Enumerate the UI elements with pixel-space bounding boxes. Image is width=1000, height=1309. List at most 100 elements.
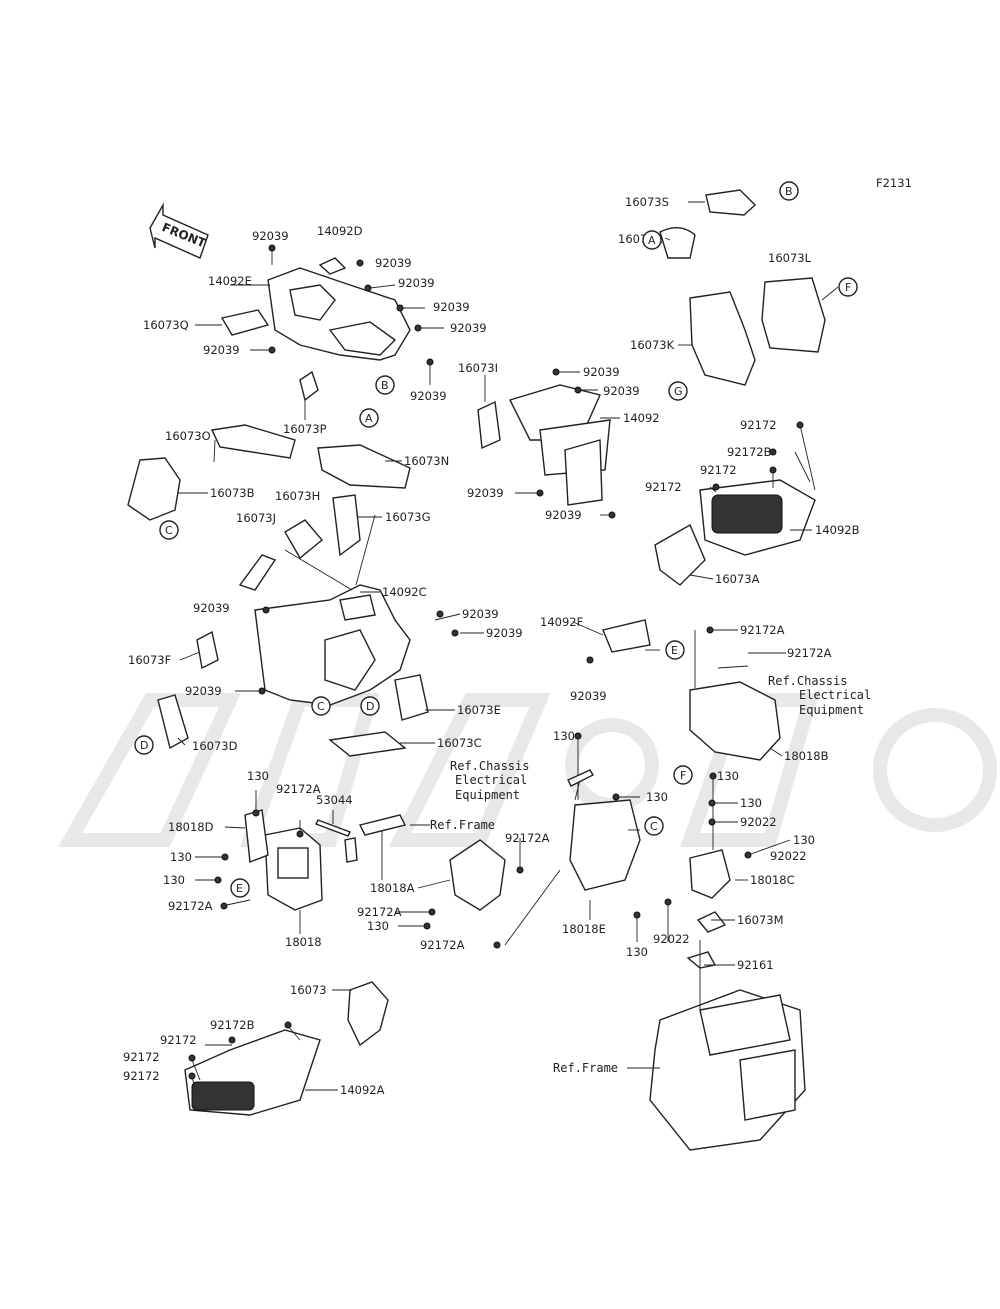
label-14092a: 14092A <box>340 1083 385 1097</box>
label-92172: 92172 <box>123 1050 160 1064</box>
label-18018e: 18018E <box>562 922 606 936</box>
label-92039: 92039 <box>193 601 230 615</box>
label-18018d: 18018D <box>168 820 214 834</box>
pad-16073l-shape <box>761 277 826 353</box>
label-92039: 92039 <box>462 607 499 621</box>
label-53044: 53044 <box>316 793 353 807</box>
callout-e: E <box>665 640 685 660</box>
tray-14092-shape <box>509 384 611 506</box>
svg-text:G: G <box>674 385 683 398</box>
label-92161: 92161 <box>737 958 774 972</box>
label-92039: 92039 <box>545 508 582 522</box>
label-16073n: 16073N <box>404 454 449 468</box>
label-16073g: 16073G <box>385 510 431 524</box>
callout-b: B <box>779 181 799 201</box>
label-16073b: 16073B <box>210 486 255 500</box>
callout-c: C <box>159 520 179 540</box>
label-18018a: 18018A <box>370 881 415 895</box>
pad-16073b-shape <box>127 457 181 521</box>
leader-lines <box>177 201 839 1091</box>
frame-ref-shape <box>649 989 806 1151</box>
label-130: 130 <box>170 850 192 864</box>
svg-text:F: F <box>845 281 851 294</box>
label-16073f: 16073F <box>128 653 171 667</box>
label-92172: 92172 <box>700 463 737 477</box>
console-14092e-shape <box>267 257 411 361</box>
callout-a: A <box>642 230 662 250</box>
label-14092: 14092 <box>623 411 660 425</box>
fastener-icons <box>188 244 804 1080</box>
pad-16073r-shape <box>659 227 696 259</box>
label-16073e: 16073E <box>457 703 501 717</box>
label-16073: 16073 <box>290 983 327 997</box>
label-92172b: 92172B <box>210 1018 255 1032</box>
pad-16073o-shape <box>210 424 296 459</box>
pad-16073q-shape <box>220 309 270 336</box>
ref-chassis-electrical-line2: Electrical <box>799 688 871 702</box>
pad-16073i-shape <box>477 400 501 450</box>
label-16073j: 16073J <box>236 511 276 525</box>
label-130: 130 <box>247 769 269 783</box>
callout-c: C <box>311 696 331 716</box>
callout-d: D <box>360 696 380 716</box>
ref-frame: Ref.Frame <box>430 818 495 832</box>
ref-chassis-electrical-line1: Ref.Chassis <box>450 759 529 773</box>
label-16073c: 16073C <box>437 736 482 750</box>
callout-e: E <box>230 878 250 898</box>
footwell-14092a-shape <box>184 1029 321 1116</box>
label-92039: 92039 <box>603 384 640 398</box>
label-92039: 92039 <box>185 684 222 698</box>
svg-text:D: D <box>140 739 148 752</box>
label-16073h: 16073H <box>275 489 320 503</box>
label-18018c: 18018C <box>750 873 795 887</box>
pad-16073e-shape <box>394 674 429 721</box>
label-92172a: 92172A <box>505 831 550 845</box>
ref-chassis-electrical-line3: Equipment <box>799 703 864 717</box>
panel-18018b-shape <box>689 665 781 761</box>
svg-text:A: A <box>648 234 656 247</box>
pad-16073h-shape <box>284 519 323 560</box>
label-92039: 92039 <box>570 689 607 703</box>
label-14092b: 14092B <box>815 523 860 537</box>
svg-text:B: B <box>381 379 389 392</box>
footwell-14092b-shape <box>699 479 816 556</box>
label-16073l: 16073L <box>768 251 812 265</box>
svg-text:C: C <box>650 820 658 833</box>
pad-16073m-shape <box>696 911 727 933</box>
label-14092d: 14092D <box>317 224 363 238</box>
panel-18018-shape <box>264 827 323 911</box>
figure-code: F2131 <box>876 176 912 190</box>
callout-a: A <box>359 408 379 428</box>
ref-chassis-electrical-line3: Equipment <box>455 788 520 802</box>
label-130: 130 <box>367 919 389 933</box>
label-14092e: 14092E <box>208 274 252 288</box>
callout-f: F <box>838 277 858 297</box>
label-130: 130 <box>793 833 815 847</box>
bracket-92161-shape <box>686 951 717 969</box>
panel-18018e-shape <box>569 799 641 891</box>
svg-text:B: B <box>785 185 793 198</box>
label-16073o: 16073O <box>165 429 211 443</box>
svg-text:C: C <box>165 524 173 537</box>
label-92039: 92039 <box>252 229 289 243</box>
label-14092c: 14092C <box>382 585 427 599</box>
pad-16073n-shape <box>317 444 411 489</box>
ref-chassis-electrical-line2: Electrical <box>455 773 527 787</box>
svg-text:C: C <box>317 700 325 713</box>
electrical-bracket-shape <box>567 769 594 787</box>
svg-text:E: E <box>236 882 243 895</box>
panel-18018c-shape <box>689 849 731 899</box>
label-18018: 18018 <box>285 935 322 949</box>
label-16073p: 16073P <box>283 422 327 436</box>
label-92172: 92172 <box>645 480 682 494</box>
ref-chassis-electrical-line1: Ref.Chassis <box>768 674 847 688</box>
frame-crossmember-shape <box>344 814 407 880</box>
label-130: 130 <box>740 796 762 810</box>
label-92022: 92022 <box>770 849 807 863</box>
label-92172a: 92172A <box>787 646 832 660</box>
label-130: 130 <box>717 769 739 783</box>
svg-text:F: F <box>680 769 686 782</box>
pad-16073-shape <box>347 981 389 1047</box>
label-16073i: 16073I <box>458 361 498 375</box>
